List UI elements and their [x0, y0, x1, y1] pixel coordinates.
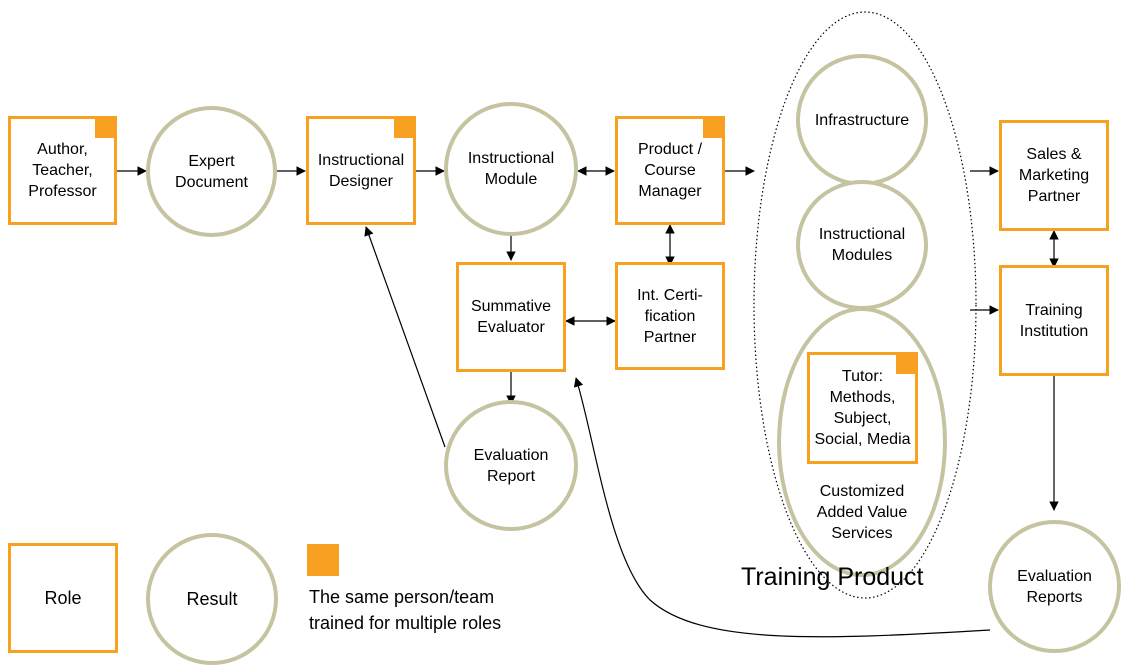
course-manager-role: Product / Course Manager — [615, 116, 725, 225]
tutor-role: Tutor: Methods, Subject, Social, Media — [807, 352, 918, 464]
certification-partner-label: Int. Certi- fication Partner — [637, 286, 703, 346]
infrastructure-result: Infrastructure — [796, 54, 928, 186]
evaluation-reports-label: Evaluation Reports — [1017, 567, 1092, 606]
instructional-modules-label: Instructional Modules — [818, 226, 906, 264]
training-product-label: Training Product — [741, 563, 924, 591]
infrastructure-label: Infrastructure — [814, 111, 910, 129]
instructional-modules-result: Instructional Modules — [796, 180, 928, 310]
training-institution-label: Training Institution — [1019, 301, 1089, 340]
tutor-label: Tutor: Methods, Subject, Social, Media — [814, 368, 911, 448]
certification-partner-role: Int. Certi- fication Partner — [615, 262, 725, 370]
author-label: Author, Teacher, Professor — [28, 141, 97, 200]
multi-role-flag — [703, 116, 725, 138]
arrow-reports-to-evaluator — [573, 377, 991, 638]
multi-role-flag — [896, 352, 918, 374]
legend-role-box: Role — [8, 543, 118, 653]
expert-document-result: Expert Document — [146, 106, 277, 237]
instructional-designer-role: Instructional Designer — [306, 116, 416, 225]
course-manager-label: Product / Course Manager — [637, 141, 703, 200]
training-product-boundary — [753, 11, 977, 599]
sales-partner-label: Sales & Marketing Partner — [1018, 146, 1090, 205]
instructional-module-label: Instructional Module — [467, 150, 555, 188]
evaluation-report-label: Evaluation Report — [473, 446, 549, 485]
legend-multi-role-swatch — [307, 544, 339, 576]
author-role: Author, Teacher, Professor — [8, 116, 117, 225]
training-institution-role: Training Institution — [999, 265, 1109, 376]
evaluation-report-result: Evaluation Report — [444, 400, 578, 531]
multi-role-flag — [394, 116, 416, 138]
sales-partner-role: Sales & Marketing Partner — [999, 120, 1109, 231]
summative-evaluator-label: Summative Evaluator — [470, 298, 552, 336]
summative-evaluator-role: Summative Evaluator — [456, 262, 566, 372]
instructional-designer-label: Instructional Designer — [317, 151, 405, 190]
arrow-report-to-designer — [364, 226, 446, 448]
expert-document-label: Expert Document — [175, 152, 248, 191]
legend-multi-role-label: The same person/team trained for multipl… — [309, 587, 502, 633]
legend-result-circle: Result — [146, 533, 278, 665]
legend-result-label: Result — [186, 588, 238, 609]
evaluation-reports-result: Evaluation Reports — [988, 520, 1121, 653]
instructional-module-result: Instructional Module — [444, 102, 578, 236]
added-value-services-label: Customized Added Value Services — [816, 483, 908, 542]
multi-role-flag — [95, 116, 117, 138]
legend-role-label: Role — [44, 587, 82, 608]
